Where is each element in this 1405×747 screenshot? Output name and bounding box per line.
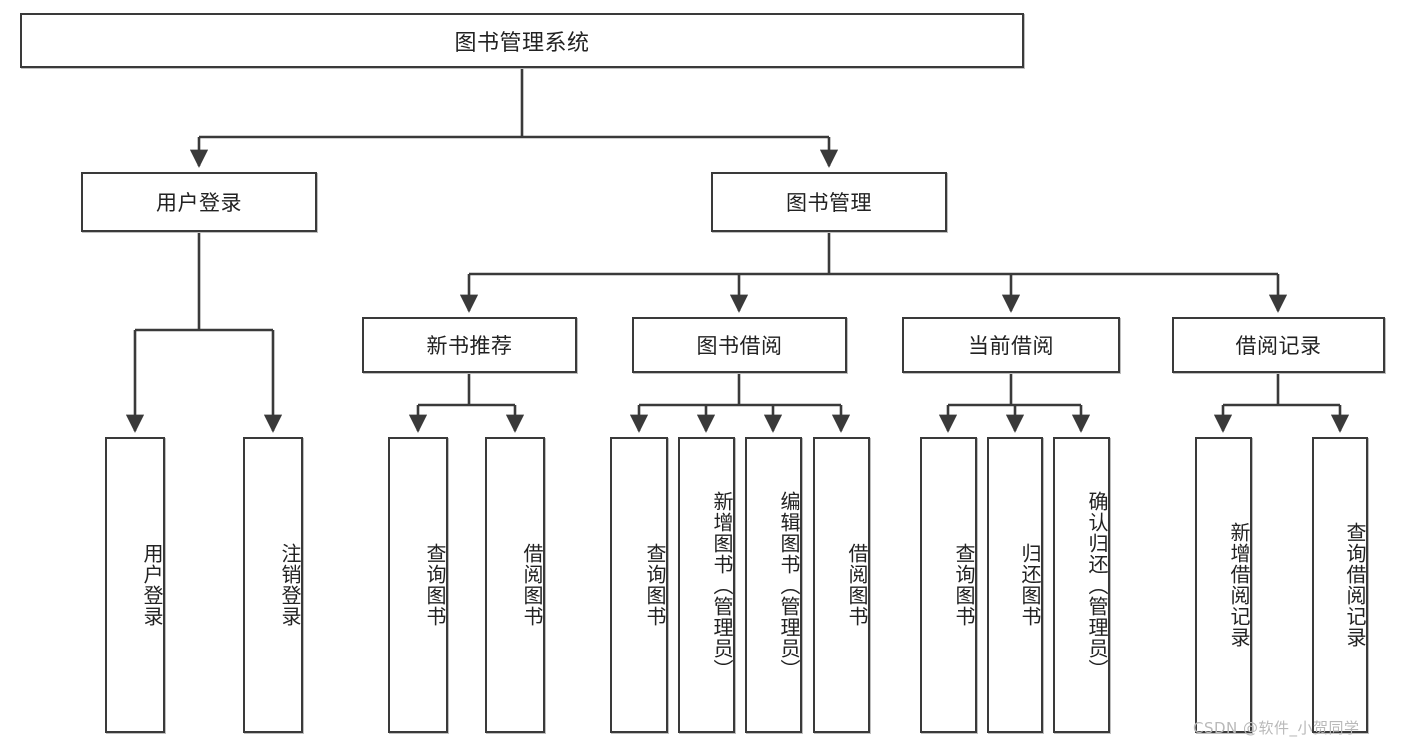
- node-leaf-query-book-2[interactable]: 查询图书: [610, 437, 668, 733]
- node-leaf-borrow-book-2[interactable]: 借阅图书: [813, 437, 870, 733]
- node-leaf-add-book[interactable]: 新增图书（管理员）: [678, 437, 735, 733]
- node-leaf-return-book[interactable]: 归还图书: [987, 437, 1043, 733]
- node-leaf-user-login[interactable]: 用户登录: [105, 437, 165, 733]
- node-leaf-query-book-1[interactable]: 查询图书: [388, 437, 448, 733]
- node-book-management[interactable]: 图书管理: [711, 172, 947, 232]
- node-leaf-borrow-book-1[interactable]: 借阅图书: [485, 437, 545, 733]
- node-new-book-recommend[interactable]: 新书推荐: [362, 317, 577, 373]
- node-leaf-edit-book[interactable]: 编辑图书（管理员）: [745, 437, 802, 733]
- node-leaf-user-logout[interactable]: 注销登录: [243, 437, 303, 733]
- node-user-login[interactable]: 用户登录: [81, 172, 317, 232]
- node-current-borrow[interactable]: 当前借阅: [902, 317, 1120, 373]
- node-leaf-add-borrow-record[interactable]: 新增借阅记录: [1195, 437, 1252, 733]
- node-leaf-confirm-return[interactable]: 确认归还（管理员）: [1053, 437, 1110, 733]
- node-book-borrow[interactable]: 图书借阅: [632, 317, 847, 373]
- node-leaf-query-borrow-record[interactable]: 查询借阅记录: [1312, 437, 1368, 733]
- node-root[interactable]: 图书管理系统: [20, 13, 1024, 68]
- csdn-watermark: CSDN @软件_小贺同学: [1193, 719, 1360, 737]
- node-borrow-record[interactable]: 借阅记录: [1172, 317, 1385, 373]
- node-leaf-query-book-3[interactable]: 查询图书: [920, 437, 977, 733]
